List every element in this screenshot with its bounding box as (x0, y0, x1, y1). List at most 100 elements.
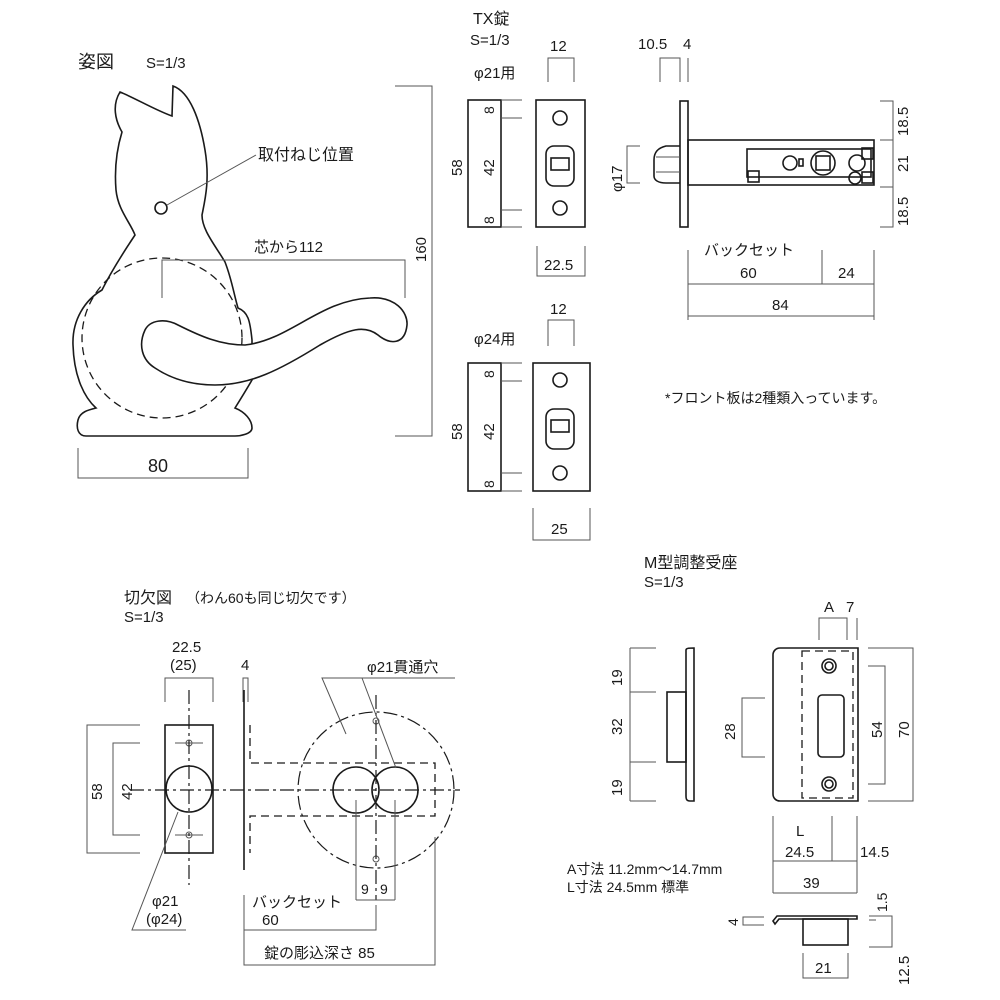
front24-screw-bottom-icon (552, 465, 568, 481)
front21-latch-opening (545, 145, 575, 187)
tx-title: TX錠 (473, 10, 509, 28)
front-plate-24: 12 φ24用 8 42 8 58 25 (449, 301, 591, 541)
strike-note-l: L寸法 24.5mm 標準 (567, 879, 689, 895)
front21-plate (535, 99, 586, 228)
cutout-width-a: 22.5 (172, 639, 201, 656)
spindle-square-icon (815, 155, 831, 171)
lever-length: 芯から112 (254, 239, 323, 256)
lever-length-dim (161, 259, 406, 298)
side-backset-label: バックセット (704, 242, 794, 259)
through-hole-leader (361, 677, 397, 769)
front24-dim-box (467, 362, 502, 492)
strike-lip: 1.5 (874, 892, 890, 912)
cutout-title: 切欠図 (124, 589, 172, 607)
strike-left-top: 19 (609, 669, 626, 686)
strike-note-a: A寸法 11.2mm～14.7mm (567, 861, 722, 877)
strike-adjust-area (801, 650, 854, 799)
front21-height: 58 (449, 159, 466, 176)
strike-l-label: L (796, 823, 804, 840)
front24-latch-opening (545, 408, 575, 450)
strike-screw-bottom-icon (821, 776, 837, 792)
screw-leader (166, 154, 257, 206)
spindle-hole-icon (810, 150, 836, 176)
offset-right: 9 (380, 881, 388, 897)
strike-box-w: 21 (815, 960, 832, 977)
front-view-title: 姿図 (78, 52, 114, 72)
lock-body (687, 139, 875, 186)
front24-top-offset: 8 (481, 370, 497, 378)
cat-silhouette (72, 84, 253, 437)
front21-screw-top-icon (552, 110, 568, 126)
mech-hole-icon (848, 154, 866, 172)
width-value: 80 (148, 456, 168, 476)
mech-screw-icon (747, 170, 760, 183)
depth-dim (243, 837, 436, 966)
strike-total-w: 39 (803, 875, 820, 892)
strike-scale: S=1/3 (644, 574, 684, 591)
cutout-inner: 42 (119, 783, 136, 800)
mech-hole-icon (848, 171, 862, 185)
strike-dim-a: A (824, 599, 834, 616)
strike-outer-h: 70 (896, 721, 913, 738)
cutout-backset: 60 (262, 912, 279, 929)
strike-latch-hole (817, 694, 845, 758)
side-total: 84 (772, 297, 789, 314)
strike-inner-h: 54 (869, 721, 886, 738)
front24-middle: 42 (481, 423, 498, 440)
strike-box-w-dim (802, 953, 849, 979)
side-backset: 60 (740, 265, 757, 282)
through-hole-label: φ21貫通穴 (367, 659, 438, 676)
cutout-inner-dim (112, 742, 140, 836)
front21-width: 22.5 (544, 257, 573, 274)
strike-screw-bottom-inner (824, 779, 834, 789)
front24-width-dim (532, 508, 591, 541)
rose-area (297, 711, 455, 869)
cutout-height: 58 (89, 783, 106, 800)
screw-label: 取付ねじ位置 (258, 146, 354, 164)
right-top: 18.5 (895, 107, 912, 136)
cutout-hole-a: φ21 (152, 893, 178, 910)
front-plate-note: *フロント板は2種類入っています。 (665, 390, 886, 406)
cutout-height-dim (86, 724, 140, 854)
strike-inner-dim (868, 665, 886, 785)
right-mid: 21 (895, 155, 912, 172)
strike-dim-7: 7 (846, 599, 854, 616)
strike-a-dim (818, 617, 848, 640)
strike-screw-top-inner (824, 661, 834, 671)
front21-top-width: 12 (550, 38, 567, 55)
cutout-plate: 4 (241, 657, 249, 674)
strike-profile-plate (772, 915, 858, 926)
side-tail: 24 (838, 265, 855, 282)
right-bot: 18.5 (895, 197, 912, 226)
mech-screw-icon (861, 171, 874, 184)
front-view: 姿図 S=1/3 取付ねじ位置 芯から112 160 80 (72, 52, 433, 479)
cutout-plate-dim (242, 677, 249, 702)
front24-screw-top-icon (552, 372, 568, 388)
side-front-plate (679, 100, 689, 228)
front24-width: 25 (551, 521, 568, 538)
latch-dia: φ17 (609, 166, 626, 192)
strike-box-dim (741, 697, 765, 758)
cutout-backset-label: バックセット (252, 894, 342, 911)
offset-left: 9 (361, 881, 369, 897)
width-dim (77, 448, 249, 479)
strike-screw-top-icon (821, 658, 837, 674)
strike-box: 28 (722, 723, 739, 740)
screw-position-icon (154, 201, 168, 215)
strike-side-plate (685, 647, 695, 802)
front-plate-21: φ21用 12 8 42 8 58 22.5 (449, 38, 586, 277)
strike-profile-box (802, 918, 849, 946)
tx-lock: TX錠 S=1/3 φ21用 12 8 42 8 58 22.5 10.5 (449, 10, 912, 541)
right-height-dim (880, 100, 894, 228)
front24-latch (550, 419, 570, 433)
tx-scale: S=1/3 (470, 32, 510, 49)
front24-bottom-offset: 8 (481, 480, 497, 488)
latch-side-view: 10.5 4 φ17 18.5 21 18.5 (609, 36, 912, 320)
latch-length: 10.5 (638, 36, 667, 53)
strike-left-bot: 19 (609, 779, 626, 796)
latch-dia-dim (626, 145, 640, 184)
cutout-width-dim (164, 677, 214, 702)
latch-length-dim (659, 57, 681, 82)
front24-top-dim (547, 319, 575, 346)
